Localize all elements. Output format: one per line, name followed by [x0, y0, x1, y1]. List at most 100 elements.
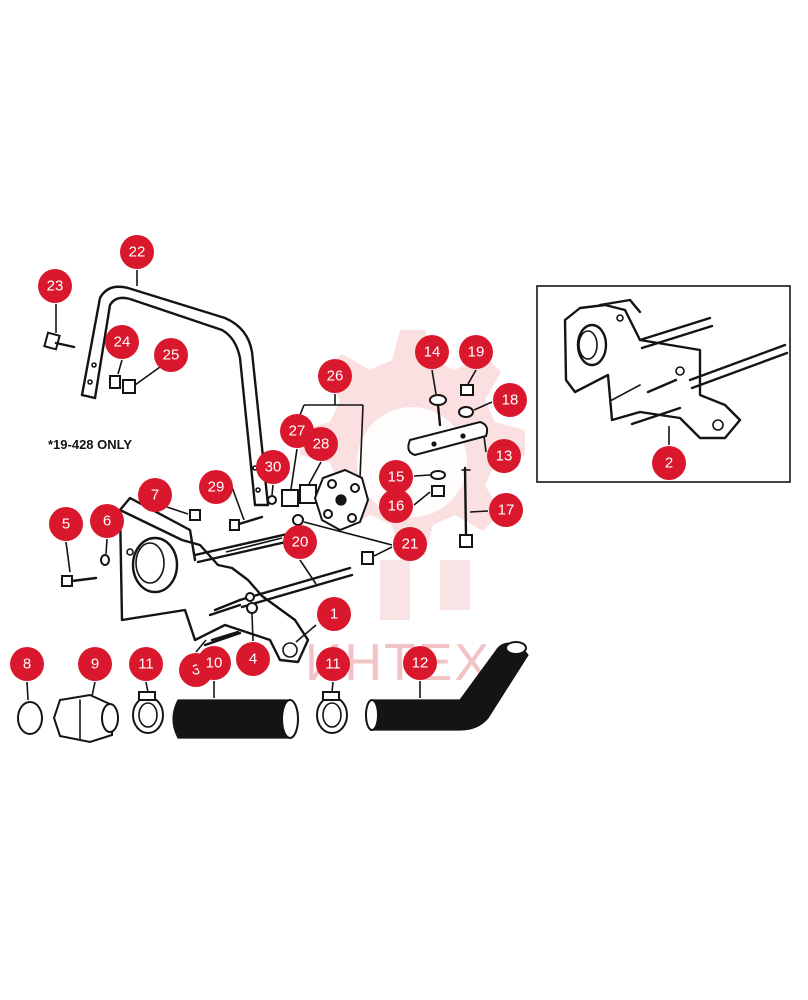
- callout-number: 21: [402, 536, 419, 553]
- callout-number: 11: [325, 656, 341, 673]
- callout-number: 4: [249, 651, 257, 668]
- callout-number: 27: [289, 423, 306, 440]
- callout-9: 9: [78, 647, 112, 681]
- callout-bubble: [487, 439, 521, 473]
- callout-bubble: [236, 642, 270, 676]
- callout-number: 13: [496, 448, 513, 465]
- nut-part-16: [431, 485, 445, 497]
- callout-number: 14: [424, 344, 441, 361]
- callout-number: 18: [502, 392, 519, 409]
- callout-7: 7: [138, 478, 172, 512]
- link-part-13: [407, 420, 489, 457]
- washer-part-6: [100, 554, 110, 566]
- callout-bubble: [652, 446, 686, 480]
- callout-bubble: [105, 325, 139, 359]
- callout-28: 28: [304, 427, 338, 461]
- callout-23: 23: [38, 269, 72, 303]
- callout-bubble: [393, 527, 427, 561]
- callout-bubble: [283, 525, 317, 559]
- callout-bubble: [493, 383, 527, 417]
- washer-part-4: [246, 602, 258, 614]
- callout-29: 29: [199, 470, 233, 504]
- callout-bubble: [49, 507, 83, 541]
- callout-number: 30: [265, 459, 282, 476]
- callout-5: 5: [49, 507, 83, 541]
- callout-bubble: [318, 359, 352, 393]
- nut-part-7: [189, 509, 201, 521]
- callout-6: 6: [90, 504, 124, 538]
- callout-number: 11: [138, 656, 154, 673]
- callout-13: 13: [487, 439, 521, 473]
- callout-bubble: [10, 647, 44, 681]
- bolt-part-17: [459, 466, 473, 548]
- callout-20: 20: [283, 525, 317, 559]
- callout-18: 18: [493, 383, 527, 417]
- callout-2: 2: [652, 446, 686, 480]
- callout-24: 24: [105, 325, 139, 359]
- callout-bubble: [379, 460, 413, 494]
- hose-part-12: [365, 641, 529, 731]
- callout-bubble: [90, 504, 124, 538]
- callout-number: 20: [292, 534, 309, 551]
- main-bracket: [118, 496, 354, 664]
- callout-number: 12: [412, 655, 429, 672]
- callout-number: 10: [206, 655, 223, 672]
- bolt-part-5: [61, 575, 98, 587]
- callout-number: 6: [103, 513, 111, 530]
- nut-part-21b: [361, 551, 374, 565]
- callout-bubble: [138, 478, 172, 512]
- callout-number: 24: [114, 334, 131, 351]
- callout-number: 8: [23, 656, 31, 673]
- callout-number: 28: [313, 436, 330, 453]
- callout-bubble: [154, 338, 188, 372]
- washer-part-18: [458, 406, 474, 418]
- callout-number: 26: [327, 368, 344, 385]
- callout-number: 19: [468, 344, 485, 361]
- nut-part-25: [122, 379, 136, 394]
- callout-1: 1: [317, 597, 351, 631]
- bolt-part-29: [229, 515, 264, 531]
- fitting-part-9: [52, 693, 119, 744]
- callout-8: 8: [10, 647, 44, 681]
- hose-part-10: [172, 699, 299, 739]
- washer-part-15: [430, 470, 446, 480]
- clamp-part-11b: [316, 691, 348, 734]
- callout-number: 2: [665, 455, 673, 472]
- callout-number: 3: [192, 662, 200, 679]
- callout-21: 21: [393, 527, 427, 561]
- callout-bubble: [304, 427, 338, 461]
- note-text: *19-428 ONLY: [48, 437, 132, 452]
- callout-12: 12: [403, 646, 437, 680]
- callout-number: 15: [388, 469, 405, 486]
- callout-bubble: [316, 647, 350, 681]
- callout-bubble: [78, 647, 112, 681]
- bolt-part-23: [43, 331, 76, 351]
- bolt-part-3: [210, 630, 240, 642]
- callout-bubble: [489, 493, 523, 527]
- callout-number: 17: [498, 502, 515, 519]
- callout-number: 5: [62, 516, 70, 533]
- nut-part-24: [109, 375, 121, 389]
- callout-number: 29: [208, 479, 225, 496]
- callout-bubble: [199, 470, 233, 504]
- callout-number: 16: [388, 498, 405, 515]
- callout-number: 25: [163, 347, 180, 364]
- callout-bubble: [38, 269, 72, 303]
- callout-11b: 11: [316, 647, 350, 681]
- clamp-part-11a: [132, 691, 164, 734]
- o-ring-part-8: [17, 701, 43, 735]
- bolt-part-14: [429, 394, 447, 427]
- callout-bubble: [197, 646, 231, 680]
- callout-11a: 11: [129, 647, 163, 681]
- callout-bubble: [459, 335, 493, 369]
- callout-number: 22: [129, 244, 146, 261]
- washer-part-30: [267, 495, 277, 505]
- callout-bubble: [379, 489, 413, 523]
- leader-lines: [26, 270, 670, 701]
- callout-15: 15: [379, 460, 413, 494]
- callout-4: 4: [236, 642, 270, 676]
- nut-part-21a: [292, 514, 304, 526]
- callout-25: 25: [154, 338, 188, 372]
- callout-bubble: [256, 450, 290, 484]
